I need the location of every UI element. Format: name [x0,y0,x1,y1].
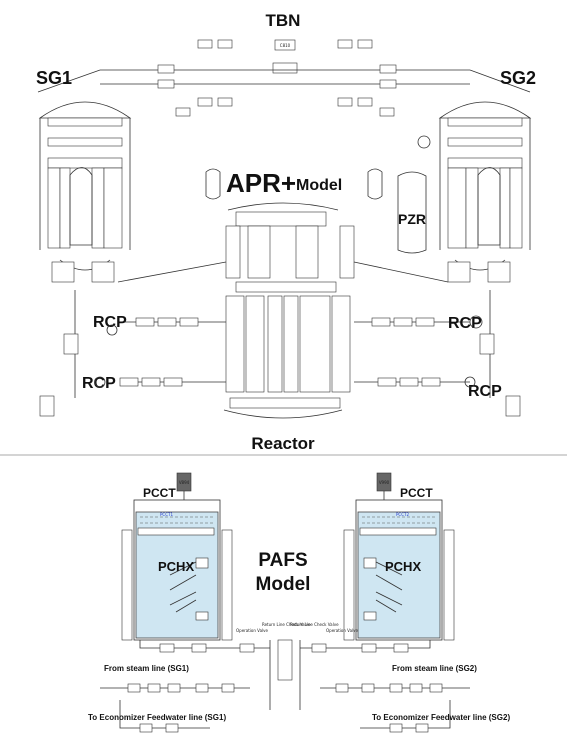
pafs-subtitle: Model [256,574,311,595]
turbine-header-box [273,63,297,73]
pcct-left-label: PCCT [143,486,176,500]
pcct1-label: PCCT1 [160,512,173,517]
v990-label: V990 [379,480,390,485]
pcct2-label: PCCT2 [396,512,409,517]
pressurizer [398,136,430,253]
cold-leg-line-2 [354,262,448,282]
reactor-label: Reactor [251,434,315,453]
sg2-label: SG2 [500,68,536,88]
pchx-left-label: PCHX [158,559,194,574]
to-economizer-sg1: To Economizer Feedwater line (SG1) [88,713,226,722]
pzr-label: PZR [398,211,426,227]
valve-boxes-right [338,40,396,116]
cold-leg-line-1 [118,262,226,282]
return-check-valve-right: Return Line Check Valve [290,622,339,627]
v894-label: V894 [179,480,190,485]
turbine-box-id: C810 [280,43,291,48]
operation-valve-right: Operation Valve [326,628,359,633]
reactor-vessel [224,203,354,418]
apr-model-title: APR+ [226,168,296,198]
apr-model-subtitle: Model [296,177,342,194]
steam-generator-2 [440,102,530,282]
turbine-label: TBN [266,11,301,30]
steam-generator-1 [40,102,130,282]
sg2-steam-line [320,688,470,728]
center-pipe-box [278,640,292,680]
rcp-label-right-upper: RCP [448,315,482,332]
valve-boxes-left [158,40,232,116]
pafs-title: PAFS [258,550,307,571]
operation-valve-left: Operation Valve [236,628,269,633]
pchx-right-label: PCHX [385,559,421,574]
from-steam-sg1: From steam line (SG1) [104,664,189,673]
rcp-label-left-upper: RCP [93,314,127,331]
sg1-steam-line [100,688,250,728]
from-steam-sg2: From steam line (SG2) [392,664,477,673]
pcct-right-label: PCCT [400,486,433,500]
rcp-label-left-lower: RCP [82,375,116,392]
sg1-label: SG1 [36,68,72,88]
pafs-steam-valves [128,684,442,732]
to-economizer-sg2: To Economizer Feedwater line (SG2) [372,713,510,722]
